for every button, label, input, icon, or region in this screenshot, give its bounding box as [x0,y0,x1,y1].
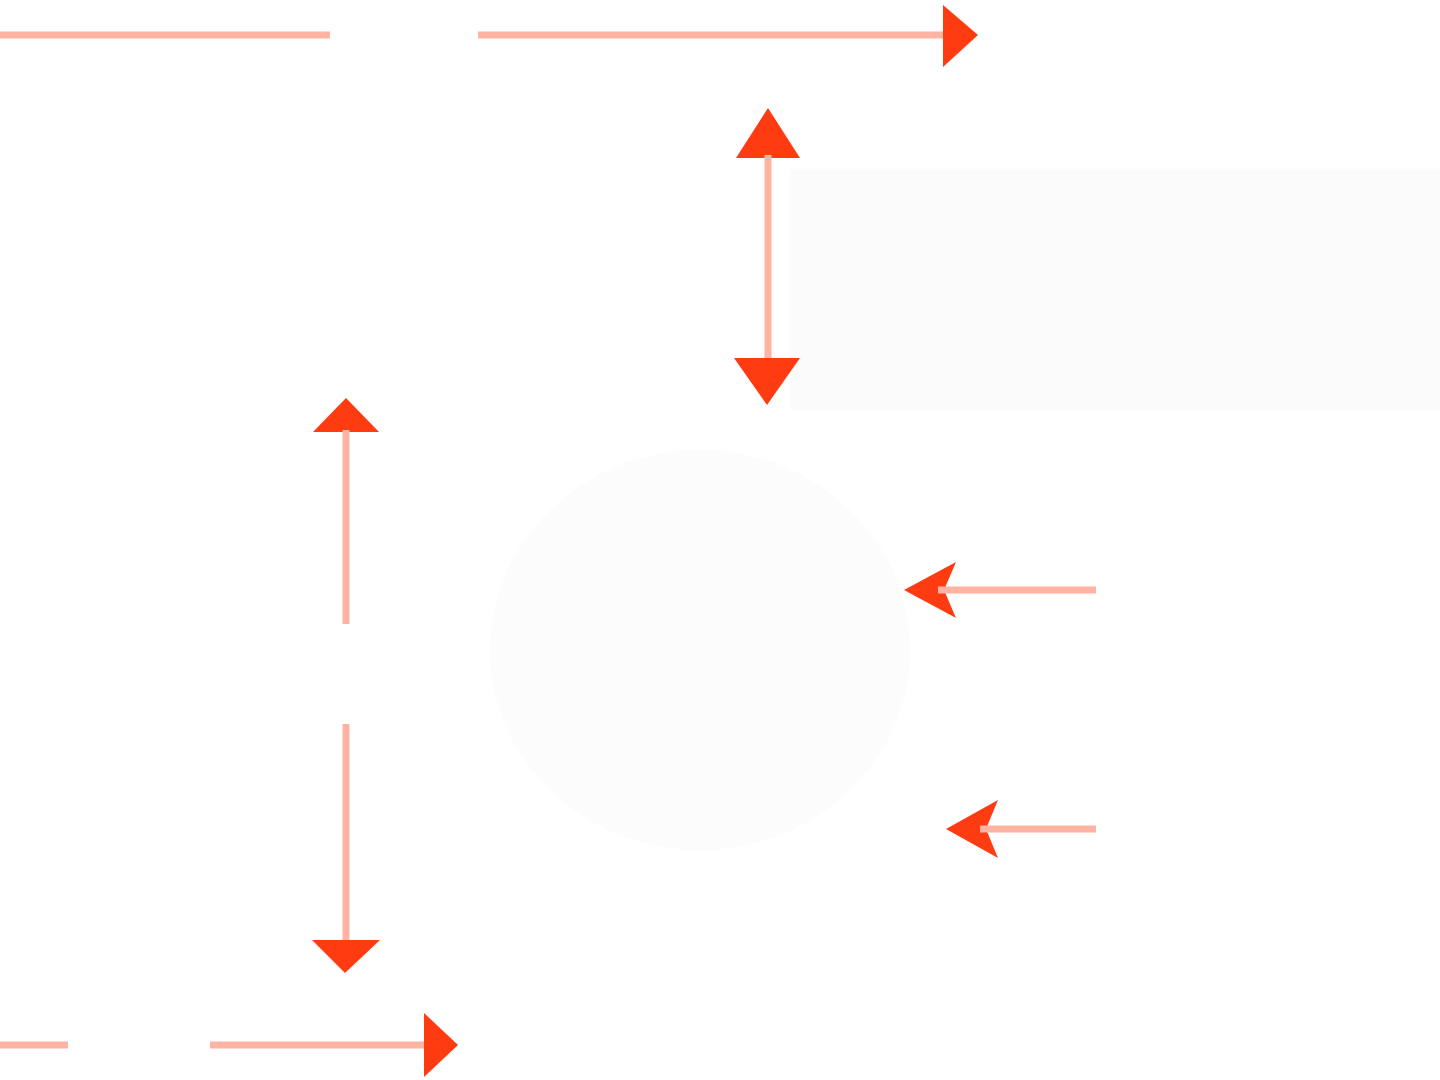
bottom-horizontal-arrow [0,1013,458,1077]
left-double-arrow-bottom-head [312,940,380,973]
top-arrow-head [943,5,978,67]
lower-arrow-head [946,800,998,858]
faint-region-upper-right [790,170,1440,410]
upper-vertical-double-arrow [734,108,800,405]
middle-right-arrow [904,562,1096,618]
lower-right-arrow [946,800,1096,858]
left-vertical-double-arrow [312,398,380,973]
upper-double-arrow-bottom-head [734,358,800,405]
faint-region-center [490,450,910,850]
bottom-arrow-head [424,1013,458,1077]
top-horizontal-arrow [0,5,978,67]
upper-double-arrow-top-head [736,108,800,158]
left-double-arrow-top-head [313,398,379,432]
middle-arrow-head [904,562,956,618]
